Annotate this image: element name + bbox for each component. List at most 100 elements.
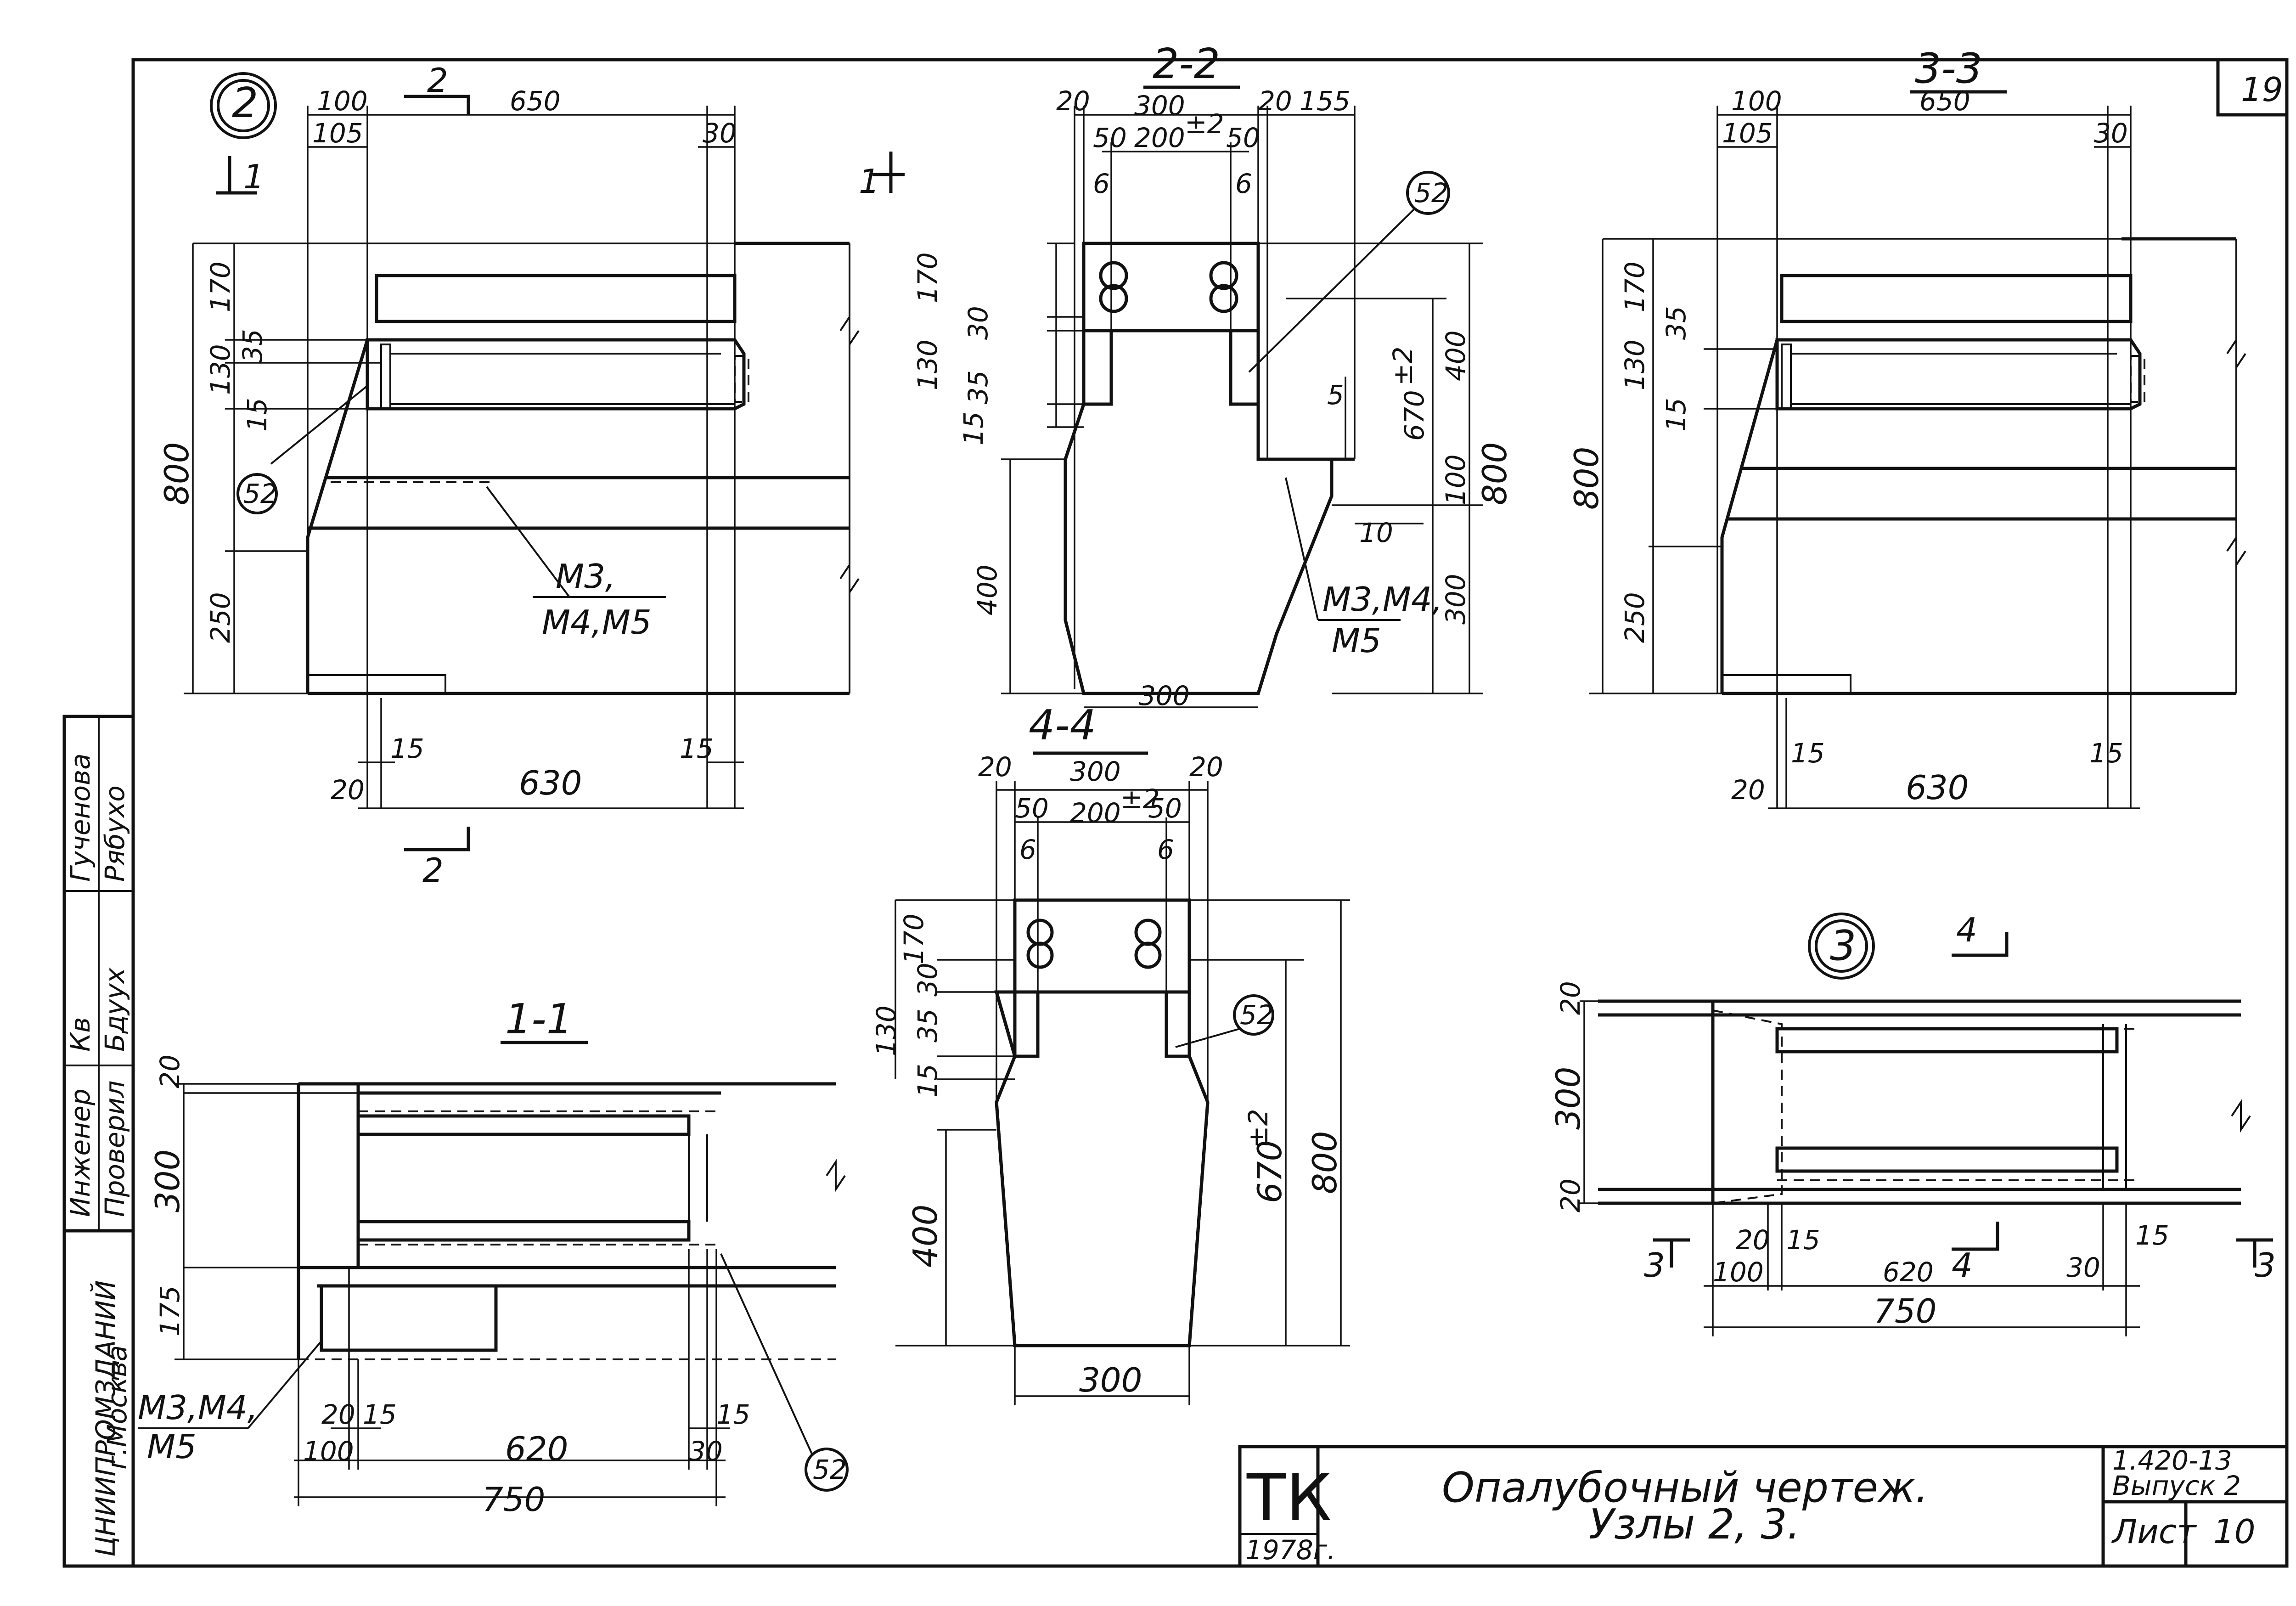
- dim-170: 170: [205, 261, 236, 312]
- dim-4-4-15: 15: [912, 1064, 943, 1098]
- series-number: 1.420-13: [2112, 1445, 2232, 1476]
- stamp-name-1: Гученова: [65, 753, 96, 882]
- dim-2-2-800: 800: [1475, 442, 1514, 505]
- dim-2-2-300-right: 300: [1440, 574, 1471, 625]
- dim-node3-15-right: 15: [2135, 1220, 2169, 1251]
- title-block-logo: ТК: [1246, 1461, 1332, 1536]
- dim-4-4-130: 130: [871, 1005, 902, 1056]
- dim-2-2-155: 155: [1300, 85, 1351, 117]
- stamp-city: г.Москва: [101, 1345, 133, 1470]
- drawing-title-line2: Узлы 2, 3.: [1589, 1500, 1800, 1549]
- dim-1-1-15-left: 15: [363, 1399, 397, 1430]
- title-block-year: 1978г.: [1245, 1534, 1336, 1566]
- dim-3-3-15: 15: [1660, 398, 1692, 432]
- dim-2-2-300: 300: [1134, 90, 1185, 121]
- dim-30: 30: [703, 118, 737, 149]
- dim-2-2-670: 670: [1399, 390, 1430, 441]
- dim-250: 250: [205, 592, 236, 643]
- dim-2-2-400-left: 400: [972, 564, 1003, 615]
- dim-1-1-20-bottom: 20: [321, 1399, 355, 1430]
- dim-800: 800: [158, 442, 196, 505]
- dim-15-left: 15: [390, 733, 424, 764]
- dim-4-4-50-left: 50: [1015, 793, 1049, 824]
- section-mark-1: 1: [243, 158, 264, 196]
- stamp-signature-2: Бдуух: [99, 967, 130, 1052]
- section-3-3: [1589, 90, 2246, 809]
- sheet-number-top: 19: [2241, 70, 2283, 109]
- dim-2-2-30: 30: [962, 306, 994, 340]
- dim-3-3-130: 130: [1619, 339, 1650, 390]
- section-4-4: [895, 751, 1350, 1405]
- section-mark-4-top: 4: [1956, 911, 1977, 949]
- section-2-2: [872, 85, 1483, 708]
- dim-1-1-750: 750: [482, 1480, 545, 1519]
- dim-3-3-30: 30: [2094, 118, 2128, 149]
- section-2-2-title: 2-2: [1153, 40, 1220, 88]
- issue-number: Выпуск 2: [2112, 1470, 2241, 1501]
- callout-m4-m5: М4,М5: [542, 603, 652, 642]
- dim-4-4-20-left: 20: [978, 751, 1012, 783]
- callout-1-1-m5: М5: [147, 1427, 197, 1466]
- stamp-name-2: Рябухо: [99, 785, 130, 882]
- section-1-1: [138, 1041, 849, 1506]
- section-1-1-title: 1-1: [505, 995, 573, 1043]
- dim-1-1-175: 175: [154, 1285, 186, 1336]
- dim-2-2-15: 15: [958, 411, 989, 445]
- dim-3-3-650: 650: [1919, 85, 1970, 117]
- stamp-role-1: Инженер: [65, 1088, 96, 1217]
- dim-2-2-100: 100: [1440, 454, 1471, 505]
- section-mark-4-bottom: 4: [1952, 1246, 1973, 1285]
- section-mark-2-top: 2: [427, 61, 448, 100]
- dim-3-3-170: 170: [1619, 261, 1650, 312]
- dim-node3-750: 750: [1874, 1292, 1936, 1330]
- dim-3-3-15-right: 15: [2089, 738, 2123, 769]
- dim-4-4-35: 35: [912, 1009, 943, 1042]
- dim-1-1-15-right: 15: [716, 1399, 750, 1430]
- approval-stamp: [62, 715, 135, 1568]
- detail-ref-52-2-2: 52: [1414, 177, 1448, 208]
- dim-4-4-670-tol: ±2: [1243, 1109, 1274, 1149]
- dim-1-1-20: 20: [154, 1054, 186, 1088]
- callout-m3: М3,: [556, 557, 616, 596]
- dim-20: 20: [331, 774, 365, 806]
- dim-35: 35: [237, 329, 268, 363]
- dim-1-1-300: 300: [148, 1150, 187, 1212]
- dim-2-2-130: 130: [912, 339, 943, 390]
- dim-2-2-50-left: 50: [1093, 122, 1127, 153]
- dim-4-4-20-right: 20: [1189, 751, 1223, 783]
- dim-2-2-400-right: 400: [1440, 330, 1471, 381]
- dim-4-4-6-left: 6: [1019, 834, 1036, 865]
- dim-2-2-300-bottom: 300: [1139, 680, 1190, 711]
- dim-node3-20-bottom: 20: [1555, 1178, 1586, 1212]
- dim-105: 105: [312, 118, 363, 149]
- dim-4-4-300: 300: [1070, 756, 1121, 787]
- dim-4-4-800: 800: [1306, 1131, 1344, 1194]
- dim-2-2-5: 5: [1327, 379, 1344, 411]
- dim-2-2-10: 10: [1359, 517, 1393, 548]
- dim-node3-15-left: 15: [1786, 1224, 1820, 1256]
- dim-630: 630: [519, 764, 582, 802]
- dim-1-1-30: 30: [689, 1436, 723, 1467]
- dim-4-4-170: 170: [898, 913, 929, 964]
- dim-3-3-250: 250: [1619, 592, 1650, 643]
- detail-ref-52-1-1: 52: [813, 1454, 847, 1485]
- dim-3-3-800: 800: [1567, 447, 1606, 510]
- dim-node3-20: 20: [1736, 1224, 1770, 1256]
- dim-4-4-tol: ±2: [1120, 783, 1160, 815]
- section-mark-2-bottom: 2: [422, 851, 444, 890]
- callout-2-2-m3-m4: М3,М4,: [1322, 580, 1443, 619]
- stamp-role-2: Проверил: [99, 1081, 130, 1217]
- callout-1-1-m3-m4: М3,М4,: [138, 1388, 258, 1427]
- dim-2-2-670-tol: ±2: [1387, 347, 1418, 386]
- dim-4-4-30: 30: [912, 963, 943, 997]
- dim-3-3-15-left: 15: [1791, 738, 1825, 769]
- sheet-label: Лист: [2111, 1512, 2197, 1551]
- dim-3-3-630: 630: [1906, 768, 1969, 807]
- stamp-organization: ЦНИИПРОМЗДАНИЙ: [90, 1280, 121, 1557]
- dim-node3-620: 620: [1883, 1257, 1934, 1288]
- dim-2-2-35: 35: [962, 370, 994, 404]
- dim-1-1-100: 100: [303, 1436, 354, 1467]
- dim-4-4-50-right: 50: [1148, 793, 1182, 824]
